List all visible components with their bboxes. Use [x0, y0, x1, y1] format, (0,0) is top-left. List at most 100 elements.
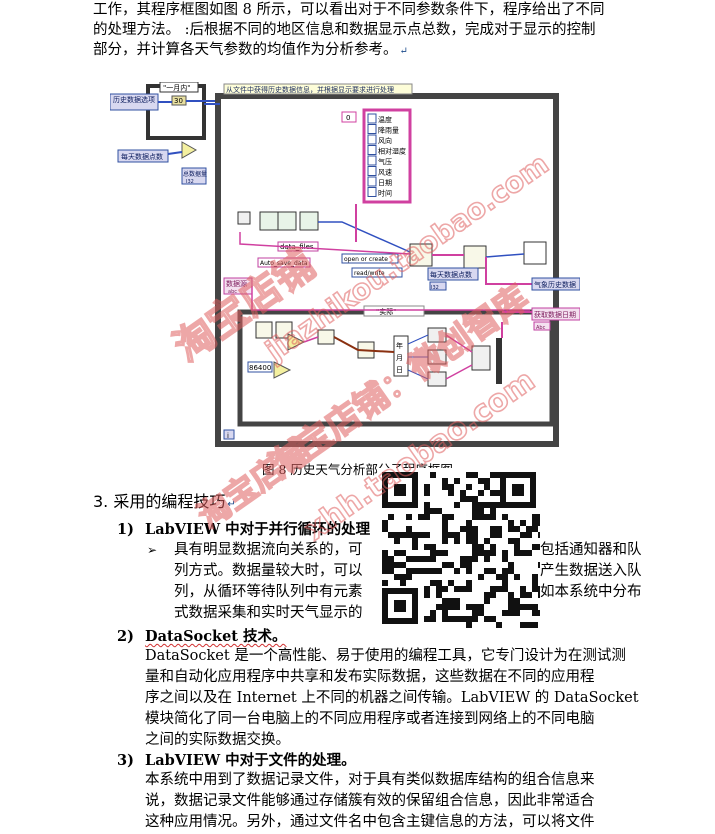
qr-module — [388, 568, 394, 574]
qr-module — [478, 544, 484, 550]
qr-module — [538, 610, 540, 616]
qr-module — [508, 562, 514, 568]
qr-module — [382, 580, 388, 586]
item-2-line-3: 序之间以及在 Internet 上不同的机器之间传输。LabVIEW 的 Dat… — [145, 690, 639, 706]
qr-module — [400, 532, 406, 538]
item-1-tail-1: 包括通知器和队 — [540, 542, 642, 558]
qr-module — [538, 592, 540, 598]
qr-module — [382, 526, 388, 532]
qr-module — [382, 520, 388, 526]
total-points-tag: I32 — [186, 179, 194, 185]
qr-module — [454, 616, 460, 622]
qr-module — [406, 556, 412, 562]
qr-module — [526, 622, 532, 628]
qr-module — [526, 604, 532, 610]
qr-module — [448, 514, 454, 520]
qr-module — [412, 568, 418, 574]
points-per-day-label: 每天数据点数 — [121, 152, 163, 161]
qr-module — [496, 586, 502, 592]
qr-module — [526, 592, 532, 598]
item-2-line-5: 之间的实际数据交换。 — [145, 732, 290, 748]
qr-module — [496, 574, 502, 580]
qr-module — [484, 478, 490, 484]
qr-module — [454, 538, 460, 544]
qr-module — [418, 514, 424, 520]
qr-module — [394, 550, 400, 556]
qr-module — [526, 550, 532, 556]
qr-module — [466, 496, 472, 502]
cluster-item-label: 时间 — [378, 189, 392, 198]
qr-module — [520, 586, 526, 592]
iteration-label: i — [227, 432, 229, 440]
fetch-date-tag: Abc — [536, 325, 546, 331]
daily-points-tag: I32 — [431, 285, 439, 291]
qr-module — [436, 568, 442, 574]
qr-module — [508, 604, 514, 610]
diagram-banner: 从文件中获得历史数据信息，并根据显示要求进行处理 — [226, 85, 394, 94]
qr-module — [490, 508, 496, 514]
qr-module — [478, 574, 484, 580]
qr-module — [430, 616, 436, 622]
qr-module — [388, 514, 394, 520]
qr-module — [400, 550, 406, 556]
qr-module — [490, 586, 496, 592]
case-label: "一月内" — [163, 83, 190, 92]
item-2-line-1: DataSocket 是一个高性能、易于使用的编程工具，它专门设计为在测试测 — [145, 648, 626, 664]
item-2-line-2: 量和自动化应用程序中共享和发布实际数据，这些数据在不同的应用程 — [145, 669, 595, 685]
qr-module — [442, 616, 448, 622]
qr-module — [436, 550, 442, 556]
qr-module — [406, 526, 412, 532]
qr-module — [442, 520, 448, 526]
qr-module — [442, 598, 448, 604]
qr-module — [424, 586, 430, 592]
qr-module — [424, 502, 430, 508]
qr-module — [466, 568, 472, 574]
qr-module — [454, 532, 460, 538]
qr-module — [478, 604, 484, 610]
qr-module — [508, 610, 514, 616]
qr-module — [412, 556, 418, 562]
qr-module — [508, 526, 514, 532]
qr-module — [496, 532, 502, 538]
fetch-date-output: 获取数据日期 — [534, 310, 576, 319]
cluster-item-index — [367, 176, 377, 187]
qr-module — [532, 574, 538, 580]
qr-module — [442, 586, 448, 592]
qr-module — [418, 568, 424, 574]
qr-module — [520, 520, 526, 526]
qr-module — [472, 538, 478, 544]
qr-module — [448, 616, 454, 622]
qr-module — [538, 586, 540, 592]
intro-line-3-text: 部分，并计算各天气参数的均值作为分析参考。 — [93, 42, 398, 58]
qr-module — [514, 604, 520, 610]
item-2-line-4: 模块简化了同一台电脑上的不同应用程序或者连接到网络上的不同电脑 — [145, 711, 595, 727]
qr-module — [418, 556, 424, 562]
qr-module — [382, 562, 388, 568]
cluster-item-index — [367, 134, 377, 145]
qr-module — [466, 616, 472, 622]
cluster-item-label: 气压 — [378, 157, 392, 166]
item-2-title: DataSocket 技术。 — [145, 628, 287, 645]
qr-module — [424, 544, 430, 550]
qr-module — [526, 526, 532, 532]
qr-module — [454, 502, 460, 508]
qr-module — [514, 544, 520, 550]
cluster-item-label: 风速 — [378, 169, 392, 177]
paragraph-mark-icon: ↵ — [227, 499, 236, 510]
qr-module — [538, 544, 540, 550]
qr-module — [490, 490, 496, 496]
qr-module — [514, 598, 520, 604]
item-1-line-4: 式数据采集和实时天气显示的 — [174, 605, 363, 621]
qr-module — [508, 598, 514, 604]
qr-module — [460, 526, 466, 532]
qr-module — [424, 568, 430, 574]
qr-module — [394, 562, 400, 568]
qr-module — [454, 478, 460, 484]
day-label: 日 — [396, 366, 403, 374]
qr-module — [532, 514, 538, 520]
qr-module — [532, 526, 538, 532]
qr-module — [472, 496, 478, 502]
qr-module — [484, 592, 490, 598]
qr-module — [430, 508, 436, 514]
